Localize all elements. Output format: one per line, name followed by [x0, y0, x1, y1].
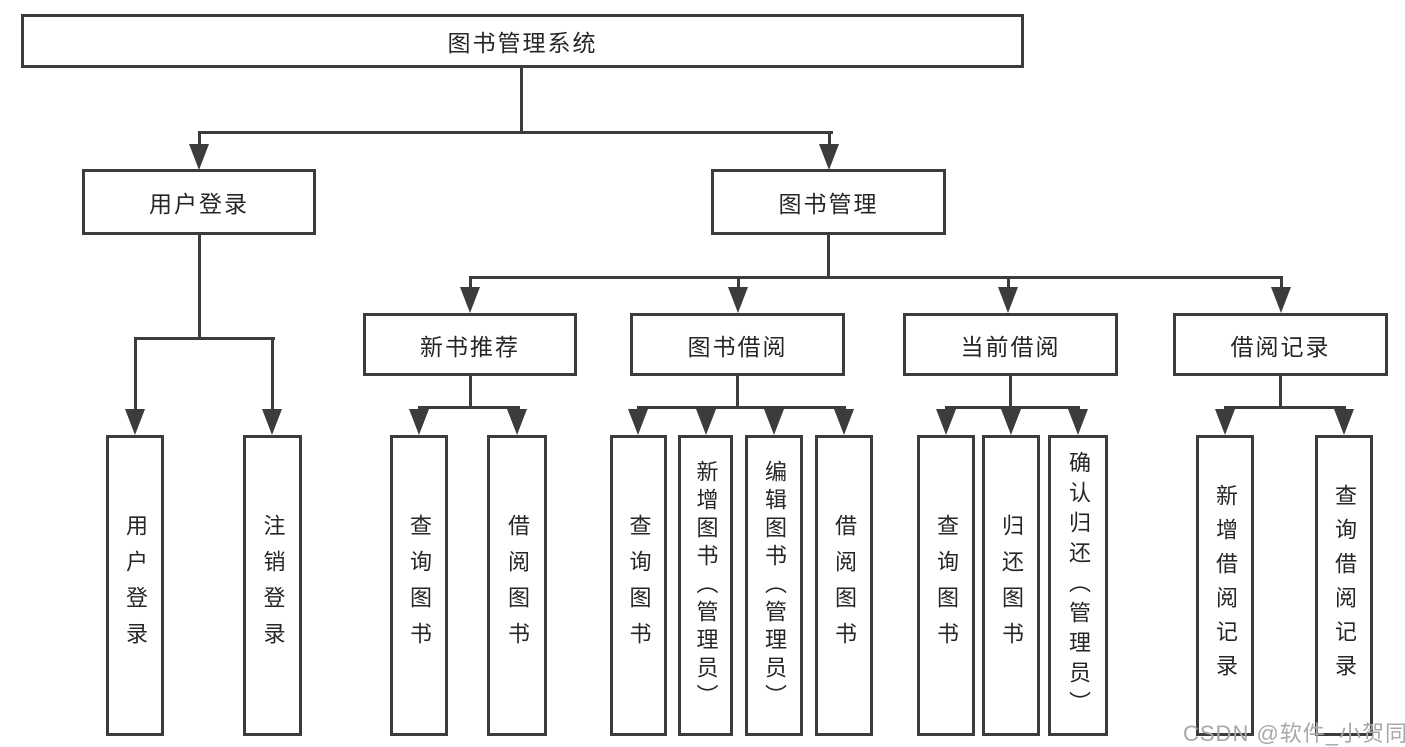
leaf-bor-borrow-books-label: 借阅图书	[832, 513, 857, 658]
arrowhead-down-icon	[409, 409, 429, 435]
connector-line	[737, 276, 740, 291]
leaf-bor-query-books-label: 查询图书	[626, 513, 652, 658]
connector-line	[828, 131, 831, 147]
arrowhead-down-icon	[262, 409, 282, 435]
node-book-mgmt-label: 图书管理	[778, 191, 879, 217]
leaf-user-login: 用户登录	[106, 435, 164, 736]
connector-line	[418, 406, 520, 409]
connector-line	[469, 276, 472, 291]
node-current-label: 当前借阅	[960, 333, 1061, 360]
leaf-bor-borrow-books: 借阅图书	[815, 435, 873, 736]
connector-line	[1009, 376, 1012, 409]
connector-line	[1279, 376, 1282, 409]
connector-line	[520, 68, 523, 134]
leaf-add-borrow-record: 新增借阅记录	[1196, 435, 1254, 736]
leaf-bor-add-books: 新增图书（管理员）	[678, 435, 733, 736]
arrowhead-down-icon	[834, 409, 854, 435]
leaf-query-borrow-record-label: 查询借阅记录	[1332, 483, 1357, 688]
arrowhead-down-icon	[1334, 409, 1354, 435]
csdn-watermark: CSDN @软件_小贺同学	[1183, 721, 1405, 746]
connector-line	[1007, 276, 1010, 291]
leaf-user-login-label: 用户登录	[123, 513, 148, 658]
node-user-login-label: 用户登录	[149, 191, 249, 217]
arrowhead-down-icon	[819, 144, 839, 170]
arrowhead-down-icon	[189, 144, 209, 170]
leaf-cur-confirm-return: 确认归还（管理员）	[1048, 435, 1108, 736]
leaf-bor-edit-books: 编辑图书（管理员）	[745, 435, 803, 736]
arrowhead-down-icon	[764, 409, 784, 435]
connector-line	[469, 276, 1283, 279]
leaf-logout-label: 注销登录	[260, 513, 286, 658]
node-records: 借阅记录	[1173, 313, 1388, 376]
arrowhead-down-icon	[1271, 287, 1291, 313]
leaf-rec-query-books-label: 查询图书	[407, 513, 432, 658]
node-records-label: 借阅记录	[1230, 333, 1331, 360]
connector-line	[1224, 406, 1346, 409]
leaf-cur-return-books-label: 归还图书	[999, 513, 1024, 658]
node-new-rec: 新书推荐	[363, 313, 577, 376]
leaf-cur-confirm-return-label: 确认归还（管理员）	[1066, 450, 1091, 721]
leaf-add-borrow-record-label: 新增借阅记录	[1213, 483, 1238, 688]
node-borrow: 图书借阅	[630, 313, 845, 376]
node-book-mgmt: 图书管理	[711, 169, 946, 235]
leaf-rec-query-books: 查询图书	[390, 435, 448, 736]
node-new-rec-label: 新书推荐	[420, 333, 520, 360]
arrowhead-down-icon	[998, 287, 1018, 313]
arrowhead-down-icon	[1068, 409, 1088, 435]
leaf-cur-query-books-label: 查询图书	[934, 513, 959, 658]
node-current: 当前借阅	[903, 313, 1118, 376]
arrowhead-down-icon	[125, 409, 145, 435]
leaf-rec-borrow-books: 借阅图书	[487, 435, 547, 736]
node-borrow-label: 图书借阅	[687, 333, 788, 360]
leaf-query-borrow-record: 查询借阅记录	[1315, 435, 1373, 736]
arrowhead-down-icon	[460, 287, 480, 313]
leaf-bor-query-books: 查询图书	[610, 435, 667, 736]
connector-line	[827, 235, 830, 279]
connector-line	[134, 337, 137, 412]
arrowhead-down-icon	[728, 287, 748, 313]
connector-line	[134, 337, 275, 340]
connector-line	[1280, 276, 1283, 291]
connector-line	[198, 131, 833, 134]
arrowhead-down-icon	[628, 409, 648, 435]
leaf-cur-return-books: 归还图书	[982, 435, 1040, 736]
connector-line	[198, 131, 201, 147]
leaf-cur-query-books: 查询图书	[917, 435, 975, 736]
connector-line	[469, 376, 472, 409]
node-root: 图书管理系统	[21, 14, 1024, 68]
connector-line	[198, 235, 201, 340]
node-user-login: 用户登录	[82, 169, 316, 235]
arrowhead-down-icon	[696, 409, 716, 435]
leaf-bor-edit-books-label: 编辑图书（管理员）	[762, 459, 787, 712]
arrowhead-down-icon	[1215, 409, 1235, 435]
connector-line	[271, 337, 274, 412]
arrowhead-down-icon	[936, 409, 956, 435]
node-root-label: 图书管理系统	[447, 30, 598, 56]
leaf-rec-borrow-books-label: 借阅图书	[505, 513, 530, 658]
connector-line	[637, 406, 846, 409]
connector-line	[736, 376, 739, 409]
leaf-logout: 注销登录	[243, 435, 302, 736]
leaf-bor-add-books-label: 新增图书（管理员）	[693, 459, 719, 712]
arrowhead-down-icon	[1001, 409, 1021, 435]
arrowhead-down-icon	[507, 409, 527, 435]
